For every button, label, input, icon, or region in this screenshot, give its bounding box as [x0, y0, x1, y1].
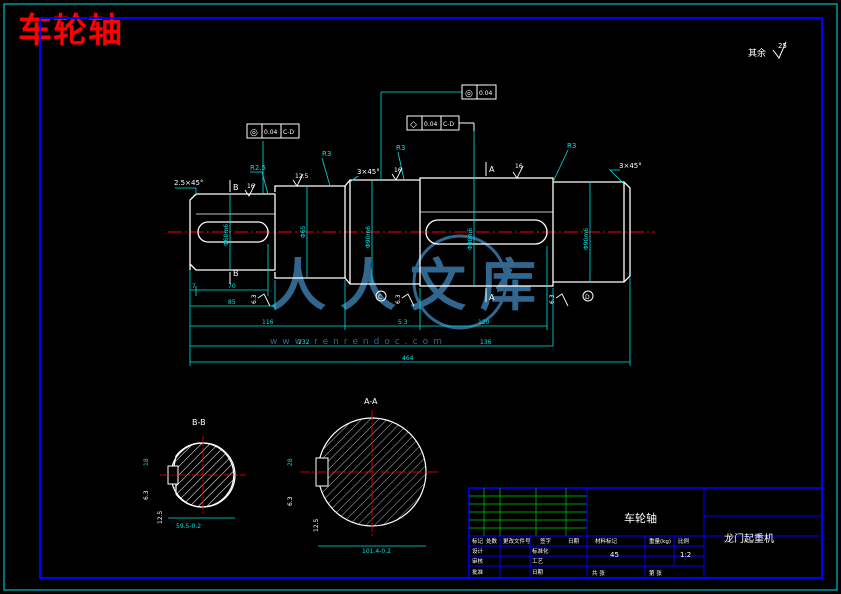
section-bb-rough1: 6.3 [143, 490, 150, 500]
section-aa-rough1: 6.3 [287, 496, 294, 506]
tb-row-label-3: 签字 [540, 537, 552, 545]
tb-side-3: 批准 [472, 568, 484, 576]
watermark: 人人文库 www.renrendoc.com [270, 234, 536, 347]
section-aa-label: A-A [364, 397, 378, 406]
roughness-symbols [244, 165, 524, 197]
tb-side-1: 审核 [472, 557, 484, 565]
chamfer-left: 2.5×45° [174, 179, 203, 187]
tb-header-weight: 重量(kg) [649, 537, 671, 545]
tb-material: 45 [610, 551, 619, 559]
rough-16-c: 16 [515, 163, 523, 170]
section-bb-key: 18 [143, 458, 150, 466]
dim-464: 464 [402, 355, 414, 362]
tol2-value: 0.04 [479, 90, 493, 97]
radius-r25: R2.5 [250, 164, 266, 172]
roughness-corner-value: 25 [778, 42, 787, 50]
tolerance-frame-3: ◇ 0.04 C-D [406, 115, 475, 131]
watermark-url: www.renrendoc.com [270, 337, 447, 347]
dia-left: Φ60m6 [223, 224, 230, 246]
section-bb-width: 59.5-0.2 [176, 523, 201, 530]
tolerance-frame-2: ◎ 0.04 [461, 84, 497, 100]
dia-65: Φ65 [300, 225, 307, 238]
tol3-symbol: ◇ [410, 120, 417, 130]
rough-63-c: 6.3 [549, 294, 556, 304]
tb-foot-a: 共 张 [592, 569, 605, 577]
tol3-datum: C-D [443, 121, 454, 128]
section-bb-label: B-B [192, 418, 206, 427]
section-aa-width: 101.4-0.2 [362, 548, 391, 555]
chamfer-mid: 3×45° [357, 168, 380, 176]
section-b-top: B [233, 183, 239, 192]
watermark-circle [412, 234, 508, 330]
dim-116: 116 [262, 319, 274, 326]
tb-header-scale: 比例 [678, 537, 690, 545]
dim-136: 136 [480, 339, 492, 346]
section-a-bot: A [489, 293, 495, 302]
section-bb: B-B 59.5-0.2 18 6.3 12.5 [143, 418, 246, 530]
tol2-symbol: ◎ [465, 89, 473, 99]
title-block: 标记 处数 更改文件号 签字 日期 设计 审核 批准 标准化 工艺 日期 车轮轴… [468, 487, 823, 579]
radius-r3-b: R3 [396, 144, 405, 152]
tb-machine-name: 龙门起重机 [724, 532, 774, 545]
dim-232: 232 [298, 339, 310, 346]
tol1-datum: C-D [283, 129, 294, 136]
tb-side-2: 工艺 [532, 558, 544, 565]
tb-scale: 1:2 [680, 551, 691, 559]
rough-16-b: 16 [394, 167, 402, 174]
dim-120: 120 [478, 319, 490, 326]
outer-frame [3, 3, 838, 591]
tol1-symbol: ◎ [250, 128, 258, 138]
datum-c: C [378, 294, 382, 301]
tb-side-0: 设计 [472, 547, 484, 555]
roughness-corner-note: 其余 25 [748, 41, 787, 59]
tb-row-label-1: 处数 [486, 537, 498, 545]
chamfer-right: 3×45° [619, 162, 642, 170]
section-b-bot: B [233, 269, 239, 278]
roughness-bottom [257, 293, 569, 307]
radius-r3-c: R3 [567, 142, 576, 150]
rough-16-a: 16 [247, 183, 255, 190]
datum-markers [375, 290, 594, 302]
dia-right: Φ90m6 [583, 228, 590, 250]
tol1-value: 0.04 [264, 129, 278, 136]
diameter-dimensions [229, 178, 591, 286]
section-aa: A-A 101.4-0.2 28 6.3 12.5 [287, 397, 440, 555]
rough-63-b: 6.3 [395, 294, 402, 304]
dim-7: 7 [192, 283, 196, 290]
tb-std-0: 标准化 [532, 547, 549, 555]
rough-125: 12.5 [295, 173, 309, 180]
dim-85: 85 [228, 299, 236, 306]
dia-mid: Φ90m6 [467, 228, 474, 250]
section-bb-rough2: 12.5 [157, 510, 164, 524]
tb-foot-b: 第 张 [649, 569, 662, 577]
tb-std-1: 日期 [532, 569, 544, 576]
tb-row-label-2: 更改文件号 [503, 537, 531, 545]
page-title: 车轮轴 [18, 11, 123, 51]
rough-63-a: 6.3 [251, 294, 258, 304]
horizontal-dimension-lines [189, 244, 631, 366]
datum-d: D [585, 294, 590, 301]
shaft-outline [189, 177, 631, 287]
dim-70: 70 [228, 283, 236, 290]
section-marks [229, 162, 487, 302]
tb-row-label-0: 标记 [472, 537, 484, 545]
dia-collar: Φ90m6 [365, 226, 372, 248]
inner-frame [39, 17, 823, 579]
section-a-top: A [489, 165, 495, 174]
dim-53: 5.3 [398, 319, 408, 326]
radius-r3-a: R3 [322, 150, 331, 158]
tb-row-label-4: 日期 [568, 538, 580, 545]
leader-lines [175, 91, 625, 196]
tol3-value: 0.04 [424, 121, 438, 128]
tolerance-frame-1: ◎ 0.04 C-D [246, 123, 300, 139]
tb-part-name: 车轮轴 [624, 511, 657, 525]
tb-header-material: 材料标记 [595, 537, 618, 545]
roughness-corner-label: 其余 [748, 47, 766, 59]
section-aa-rough2: 12.5 [313, 518, 320, 532]
section-aa-key: 28 [287, 458, 294, 466]
